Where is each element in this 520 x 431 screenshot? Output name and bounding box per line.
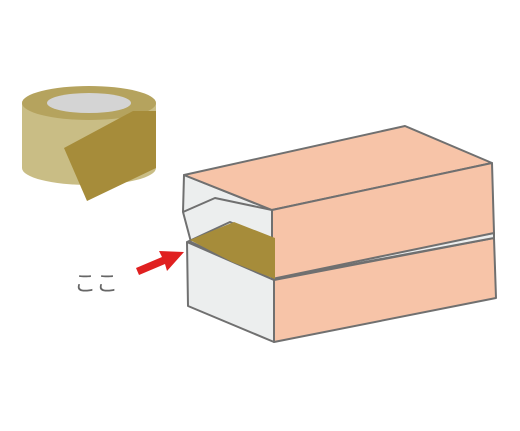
koko-label: ここ xyxy=(74,272,118,297)
pointer-arrow-icon xyxy=(136,251,184,275)
upper-box-flap-left xyxy=(182,197,273,213)
tape-on-box xyxy=(190,222,275,279)
tape-roll-icon xyxy=(22,86,156,201)
tape-roll-core xyxy=(47,93,131,113)
box-illustration xyxy=(182,125,497,343)
tape-strip xyxy=(64,111,156,201)
